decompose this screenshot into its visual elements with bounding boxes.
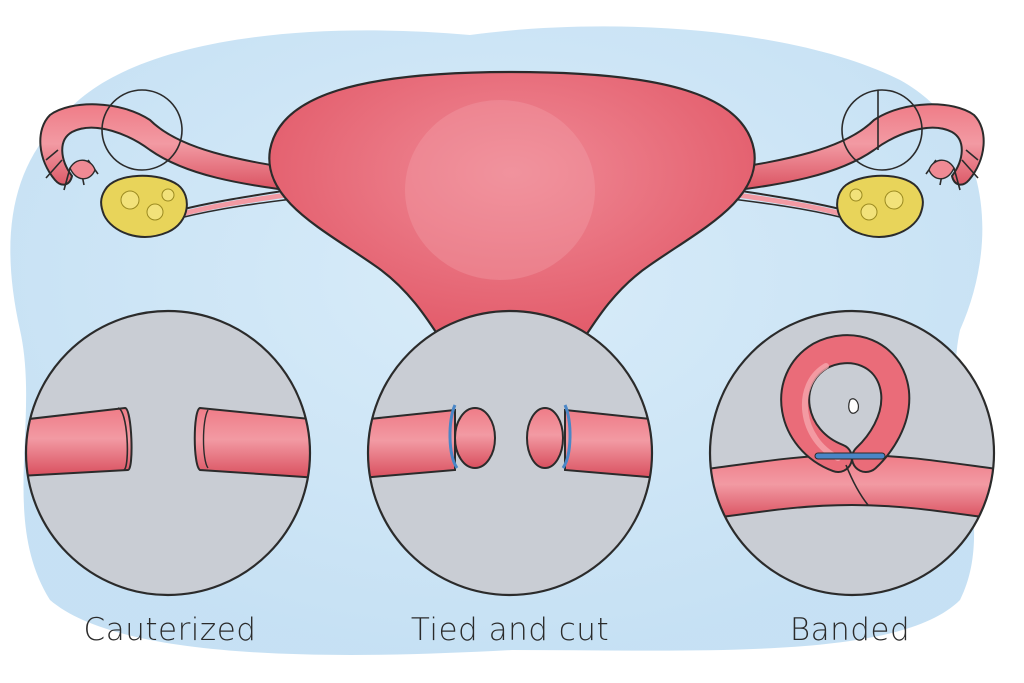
right-ovary [836, 174, 924, 238]
inset-banded [708, 309, 996, 597]
inset-cauterized [24, 309, 312, 597]
caption-banded: Banded [789, 612, 911, 648]
caption-tied-and-cut: Tied and cut [410, 612, 610, 648]
uterus [268, 70, 756, 362]
caption-cauterized: Cauterized [83, 612, 257, 648]
inset-tied-and-cut [366, 309, 654, 597]
left-ovary [100, 174, 188, 238]
left-fallopian-tube [39, 89, 301, 219]
